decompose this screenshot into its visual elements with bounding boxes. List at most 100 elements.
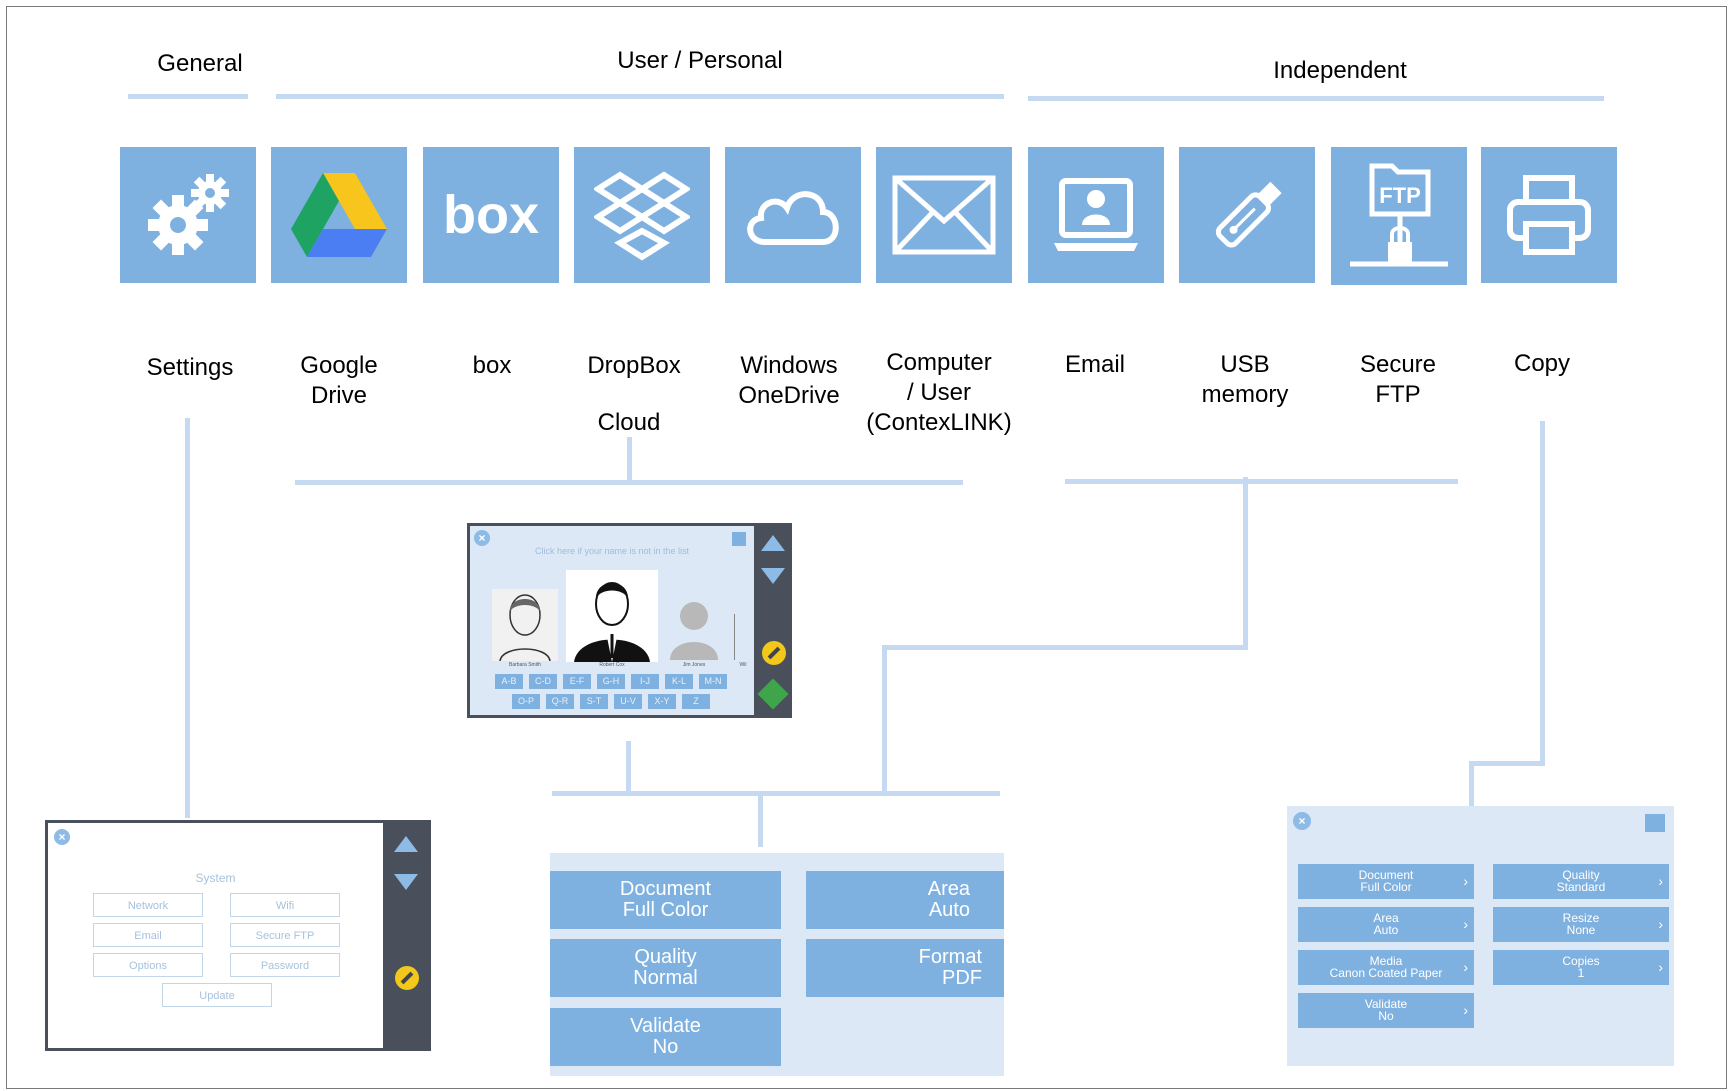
key-button[interactable]: E-F bbox=[563, 674, 591, 689]
diagram-frame bbox=[6, 6, 1727, 1089]
label-email: Email bbox=[1064, 351, 1125, 378]
connector-usb-stem bbox=[1243, 477, 1248, 649]
update-button[interactable]: Update bbox=[162, 983, 272, 1007]
person-card[interactable] bbox=[734, 614, 753, 660]
scroll-up-icon[interactable] bbox=[394, 836, 418, 852]
dropbox-icon bbox=[594, 171, 690, 261]
close-icon[interactable]: × bbox=[1293, 812, 1311, 830]
email-button[interactable]: Email bbox=[93, 923, 203, 947]
settings-title: System bbox=[195, 871, 236, 885]
label-cloud: Cloud bbox=[597, 409, 661, 436]
usb-stick-icon bbox=[1215, 181, 1282, 248]
box-logo-icon: box bbox=[443, 185, 539, 245]
tile-copy[interactable] bbox=[1481, 147, 1617, 283]
svg-text:FTP: FTP bbox=[1379, 183, 1421, 208]
settings-panel: × System Network Wifi Email Secure FTP O… bbox=[48, 823, 383, 1048]
printer-icon bbox=[1507, 175, 1591, 255]
user-select-panel: × Click here if your name is not in the … bbox=[470, 526, 754, 715]
tile-dropbox[interactable] bbox=[574, 147, 710, 283]
tile-computer-user[interactable] bbox=[876, 147, 1012, 283]
tile-email[interactable] bbox=[1028, 147, 1164, 283]
group-user-bar bbox=[276, 94, 1004, 99]
chevron-right-icon: › bbox=[1463, 872, 1468, 889]
chevron-right-icon: › bbox=[1658, 958, 1663, 975]
tile-box[interactable]: box bbox=[423, 147, 559, 283]
ftp-icon: FTP bbox=[1350, 163, 1448, 267]
label-computer-user: Computer/ User(ContexLINK) bbox=[866, 349, 1012, 436]
key-button[interactable]: Q-R bbox=[546, 694, 574, 709]
connector-copy-stem bbox=[1540, 421, 1545, 766]
user-hint[interactable]: Click here if your name is not in the li… bbox=[534, 546, 690, 556]
key-button[interactable]: Z bbox=[682, 694, 710, 709]
key-button[interactable]: G-H bbox=[597, 674, 625, 689]
person-name: Robert Cox bbox=[599, 662, 625, 668]
connector-usb-down bbox=[882, 645, 887, 795]
label-settings: Settings bbox=[146, 354, 234, 381]
key-button[interactable]: K-L bbox=[665, 674, 693, 689]
person-name: Jim Jones bbox=[682, 662, 706, 668]
key-button[interactable]: M-N bbox=[699, 674, 727, 689]
printer-icon[interactable] bbox=[1645, 814, 1665, 832]
secure-ftp-button[interactable]: Secure FTP bbox=[230, 923, 340, 947]
key-button[interactable]: C-D bbox=[529, 674, 557, 689]
options-button[interactable]: Options bbox=[93, 953, 203, 977]
tile-usb[interactable] bbox=[1179, 147, 1315, 283]
network-button[interactable]: Network bbox=[93, 893, 203, 917]
scroll-down-icon[interactable] bbox=[394, 874, 418, 890]
envelope-icon bbox=[892, 175, 996, 255]
person-card-selected[interactable] bbox=[566, 570, 658, 662]
close-icon[interactable]: × bbox=[54, 829, 70, 845]
key-button[interactable]: S-T bbox=[580, 694, 608, 709]
key-button[interactable]: I-J bbox=[631, 674, 659, 689]
person-card[interactable] bbox=[666, 596, 722, 660]
chevron-right-icon: › bbox=[1658, 872, 1663, 889]
connector-scan-bar bbox=[552, 791, 1000, 796]
edit-icon[interactable] bbox=[762, 641, 786, 665]
person-name: Barbara Smith bbox=[509, 662, 541, 668]
user-select-screen: × Click here if your name is not in the … bbox=[467, 523, 792, 718]
svg-text:box: box bbox=[443, 185, 539, 245]
scroll-up-icon[interactable] bbox=[761, 535, 785, 551]
tile-settings[interactable] bbox=[120, 147, 256, 283]
google-drive-icon bbox=[291, 173, 387, 257]
key-button[interactable]: U-V bbox=[614, 694, 642, 709]
tile-secure-ftp[interactable]: FTP bbox=[1331, 147, 1467, 285]
chevron-right-icon: › bbox=[1658, 915, 1663, 932]
connector-scan-stem bbox=[758, 791, 763, 847]
key-button[interactable]: A-B bbox=[495, 674, 523, 689]
confirm-icon[interactable] bbox=[757, 678, 789, 710]
chevron-right-icon: › bbox=[1463, 1001, 1468, 1018]
group-independent: Independent bbox=[1273, 57, 1407, 84]
password-button[interactable]: Password bbox=[230, 953, 340, 977]
group-independent-bar bbox=[1028, 96, 1604, 101]
key-button[interactable]: X-Y bbox=[648, 694, 676, 709]
scroll-down-icon[interactable] bbox=[761, 568, 785, 584]
tile-onedrive[interactable] bbox=[725, 147, 861, 283]
wifi-button[interactable]: Wifi bbox=[230, 893, 340, 917]
computer-user-icon bbox=[1054, 178, 1138, 251]
person-card[interactable] bbox=[492, 589, 558, 662]
add-user-icon[interactable] bbox=[732, 532, 746, 546]
key-button[interactable]: O-P bbox=[512, 694, 540, 709]
edit-icon[interactable] bbox=[395, 966, 419, 990]
tile-google-drive[interactable] bbox=[271, 147, 407, 283]
connector-settings bbox=[185, 418, 190, 818]
close-icon[interactable]: × bbox=[474, 530, 490, 546]
